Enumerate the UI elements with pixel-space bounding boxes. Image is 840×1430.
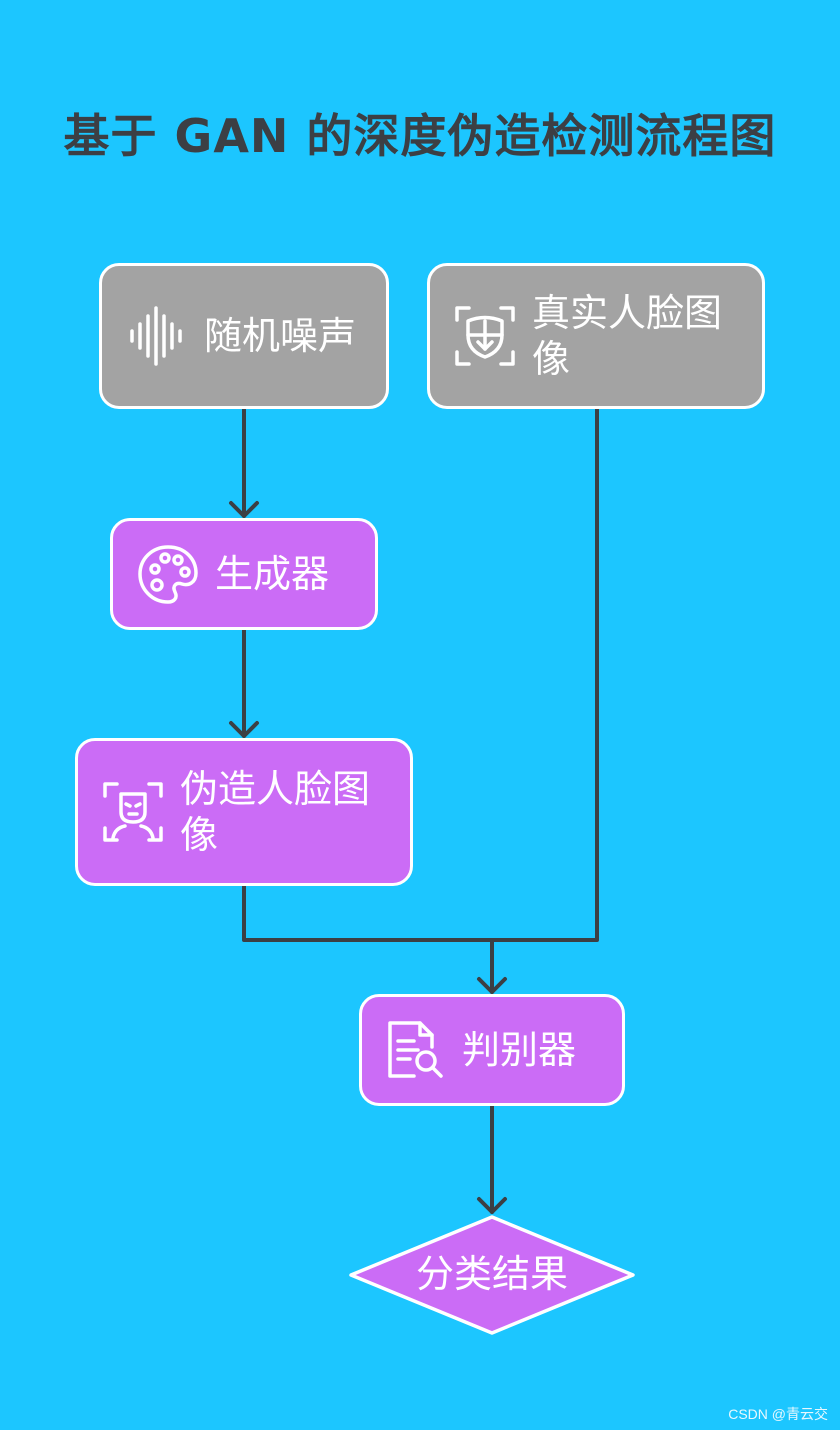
face-recognition-icon xyxy=(100,779,166,845)
edge-images-to-discriminator xyxy=(242,406,599,994)
node-label: 伪造人脸图像 xyxy=(180,767,371,857)
node-random-noise: 随机噪声 xyxy=(99,263,389,409)
node-fake-face-image: 伪造人脸图像 xyxy=(75,738,413,886)
sound-wave-icon xyxy=(124,302,192,370)
diagram-title: 基于 GAN 的深度伪造检测流程图 xyxy=(63,109,777,163)
edge-generator-to-fake-face xyxy=(229,626,259,738)
node-classification-result: 分类结果 xyxy=(415,1252,568,1296)
node-generator: 生成器 xyxy=(110,518,378,630)
decision-diamond xyxy=(349,1215,635,1335)
node-real-face-image: 真实人脸图像 xyxy=(427,263,765,409)
node-label: 真实人脸图像 xyxy=(532,291,723,381)
node-label: 判别器 xyxy=(462,1028,577,1072)
node-label: 随机噪声 xyxy=(204,314,357,358)
document-search-icon xyxy=(382,1017,448,1083)
face-scan-icon xyxy=(452,303,518,369)
edge-noise-to-generator xyxy=(229,406,259,518)
palette-icon xyxy=(135,541,201,607)
watermark: CSDN @青云交 xyxy=(728,1406,828,1422)
node-discriminator: 判别器 xyxy=(359,994,625,1106)
edge-discriminator-to-result xyxy=(477,1102,507,1214)
node-label: 生成器 xyxy=(215,552,330,596)
